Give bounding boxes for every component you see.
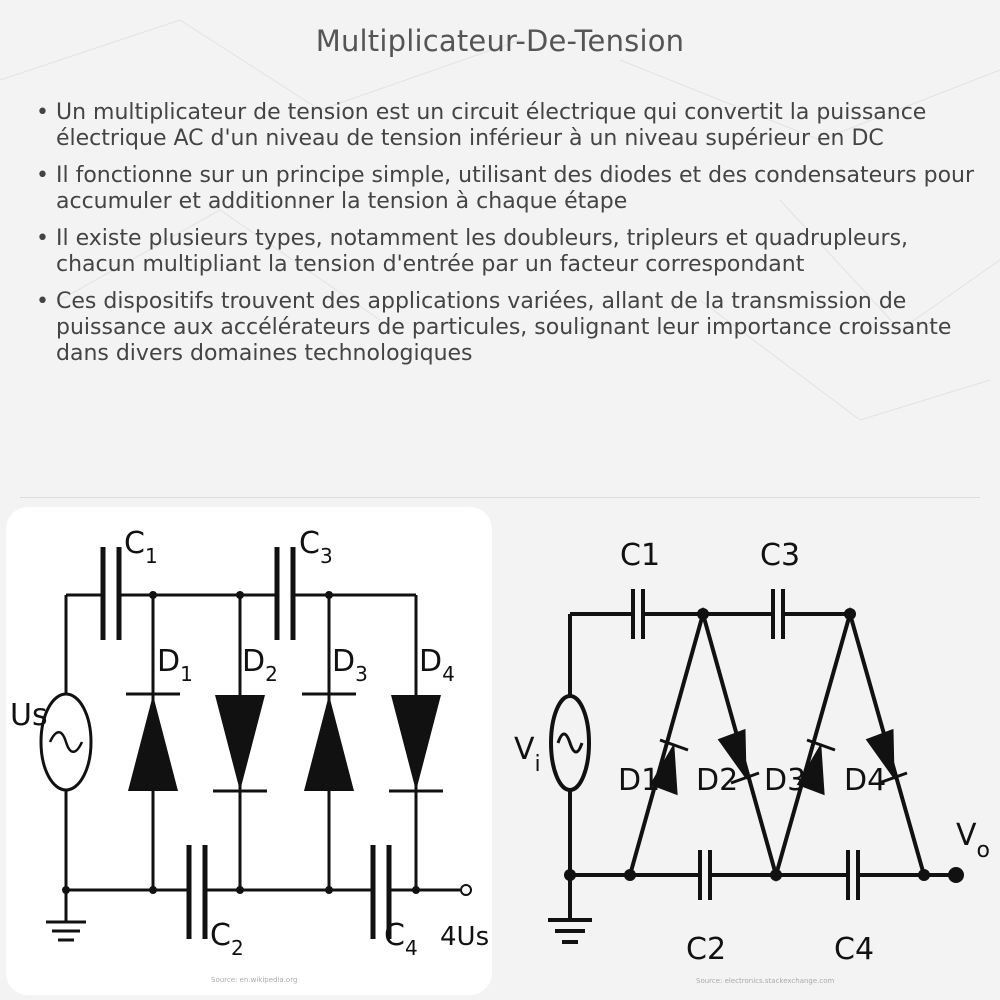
label-c2: C2 [210,918,244,960]
bullet-list: Un multiplicateur de tension est un circ… [34,100,984,378]
capacitor-c3-symbol [771,589,785,639]
label-c1: C1 [620,538,660,573]
output-terminal [460,884,472,896]
label-d4: D4 [844,763,886,798]
diode-d4-symbol [865,728,908,785]
capacitor-c2-symbol [186,845,208,939]
junction-dots [564,608,964,883]
section-divider [20,497,980,498]
label-c4: C4 [384,918,418,960]
bullet-item: Ces dispositifs trouvent des application… [34,289,984,367]
capacitor-c3-symbol [274,547,296,640]
capacitor-c2-symbol [698,850,712,900]
label-us: Us [10,698,48,733]
page-title: Multiplicateur-De-Tension [315,24,685,58]
capacitor-c4-symbol [370,845,392,939]
bullet-item: Il existe plusieurs types, notamment les… [34,226,984,278]
label-d2: D2 [696,763,738,798]
source-credit-right: Source: electronics.stackexchange.com [696,977,835,985]
capacitor-c1-symbol [100,547,122,640]
capacitor-c1-symbol [631,589,645,639]
diode-d3-symbol [302,692,356,791]
label-output-4us: 4Us [440,922,489,952]
capacitor-c4-symbol [846,850,860,900]
label-d4: D4 [419,644,455,686]
label-vi: Vi [514,732,541,777]
diode-d4-symbol [389,695,443,793]
label-d1: D1 [618,763,660,798]
label-d2: D2 [242,644,278,686]
ac-source-icon [549,694,591,792]
label-c4: C4 [834,932,874,967]
label-d3: D3 [764,763,806,798]
diode-d2-symbol [717,728,760,785]
ground-icon [548,918,592,944]
source-credit-left: Source: en.wikipedia.org [211,976,297,984]
label-c1: C1 [124,526,158,568]
bullet-item: Un multiplicateur de tension est un circ… [34,100,984,152]
label-d3: D3 [332,644,368,686]
diode-d1-symbol [126,692,180,791]
bullet-item: Il fonctionne sur un principe simple, ut… [34,163,984,215]
label-vo: Vo [956,818,990,863]
junction-dots [62,591,420,894]
diode-d1-symbol [649,738,689,796]
label-c3: C3 [760,538,800,573]
left-diagram-panel: C1 C3 C2 C4 D1 D2 D3 D4 Us 4Us Source: e… [6,507,492,995]
label-c3: C3 [299,526,333,568]
ac-source-icon [39,692,93,792]
voltage-multiplier-diagram-left: C1 C3 C2 C4 D1 D2 D3 D4 Us 4Us Source: e… [10,526,489,984]
label-c2: C2 [686,932,726,967]
label-d1: D1 [157,644,193,686]
voltage-multiplier-diagram-right: C1 C3 C2 C4 D1 D2 D3 D4 Vi Vo Source: el… [514,538,990,985]
diode-d3-symbol [796,738,836,796]
ground-icon [46,920,86,942]
diode-d2-symbol [213,695,267,793]
